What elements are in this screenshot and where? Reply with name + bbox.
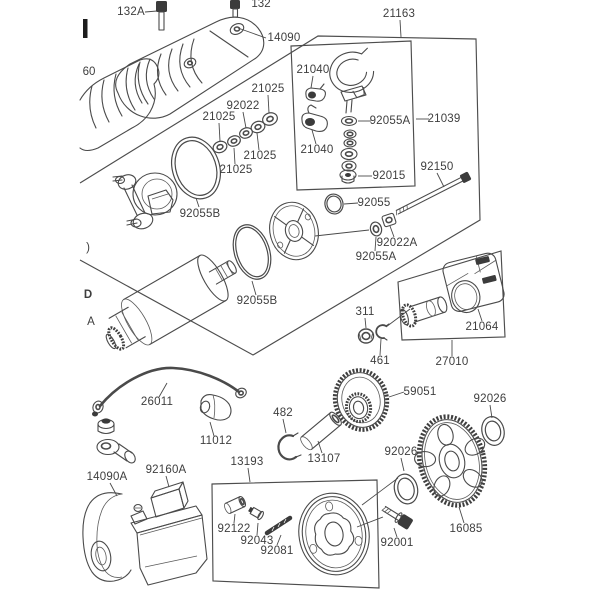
washer-92055a-inner-shape	[340, 115, 358, 127]
damper-92160a-shape	[150, 481, 189, 518]
bolt-92001-shape	[381, 505, 413, 530]
part-label-92055b-front: 92055B	[180, 208, 221, 220]
washer-92026-left-shape	[393, 473, 419, 505]
fin-cover-14090-shape	[115, 16, 265, 119]
part-label-21025-b: 21025	[220, 164, 253, 176]
part-label-59051: 59051	[404, 386, 437, 398]
part-label-92081: 92081	[261, 545, 294, 557]
frame-13193-box	[211, 479, 380, 589]
washer-92055a-outer-shape	[369, 221, 383, 237]
part-label-132a: 132A	[117, 6, 145, 18]
part-label-92026-right: 92026	[474, 393, 507, 405]
boot-11012-shape	[199, 394, 232, 421]
part-label-92043: 92043	[241, 535, 274, 547]
fragment-d: D	[84, 289, 92, 301]
part-labels: 132A 132 14090 21163 21040 21040 92055A …	[87, 0, 507, 557]
bolt-92150-shape	[395, 171, 472, 216]
end-bracket-shape	[112, 172, 178, 230]
fragment-paren: )	[86, 242, 90, 254]
part-label-21025-c: 21025	[244, 150, 277, 162]
frame-21039-box	[290, 40, 416, 191]
carrier-plate-shape	[269, 201, 319, 261]
washer-row-shapes	[212, 112, 278, 154]
part-label-92055a-inner: 92055A	[370, 115, 411, 127]
grommet-shape	[96, 438, 136, 464]
cable-26011-shape	[92, 366, 247, 417]
fragment-60: 60	[83, 66, 96, 78]
pin-13107-shape	[300, 411, 342, 451]
part-label-11012: 11012	[200, 435, 232, 447]
nut-92015-shape	[339, 169, 357, 184]
lever-21040-upper-shape	[305, 83, 326, 102]
oring-92055-shape	[324, 193, 344, 215]
part-label-92001: 92001	[381, 537, 414, 549]
nut-311-shape	[357, 328, 375, 344]
cropped-edge-mark	[83, 19, 88, 38]
clip-482-shape	[277, 432, 302, 461]
ratchet-rings-shape	[329, 47, 375, 99]
fin-cover-partial-shape	[79, 58, 160, 152]
gear-16085-shape	[414, 414, 488, 508]
ratchet-guide-shape	[340, 85, 367, 114]
oring-92055b-rear-shape	[232, 224, 272, 280]
bolt-132-top-shape	[230, 0, 240, 18]
group-frames	[79, 35, 506, 589]
part-label-21040-lower: 21040	[301, 144, 334, 156]
part-label-92015: 92015	[373, 170, 406, 182]
part-label-16085: 16085	[450, 523, 483, 535]
part-label-14090a: 14090A	[87, 471, 128, 483]
part-label-92022: 92022	[227, 100, 260, 112]
part-label-482: 482	[273, 407, 293, 419]
one-way-clutch-shape	[298, 492, 370, 576]
fragment-a: A	[87, 316, 95, 328]
part-label-92160a: 92160A	[146, 464, 187, 476]
cover-14090a-shape	[82, 492, 208, 586]
washer-92026-right-shape	[481, 416, 505, 446]
part-label-21025-d: 21025	[252, 83, 285, 95]
spring-seat-stack-shapes	[340, 129, 358, 172]
cropped-label-fragments: 60 ) D A	[83, 66, 96, 328]
part-label-461: 461	[370, 355, 390, 367]
part-label-92026-left: 92026	[385, 446, 418, 458]
part-label-92022a: 92022A	[377, 237, 418, 249]
cap-shape	[97, 418, 115, 435]
part-label-21064: 21064	[466, 321, 499, 333]
part-label-26011: 26011	[141, 396, 173, 408]
part-label-21163: 21163	[383, 8, 415, 20]
bushing-92122-shape	[224, 495, 247, 514]
idler-gear-shape	[399, 296, 448, 328]
clip-461-shape	[375, 323, 390, 341]
part-label-21040-upper: 21040	[297, 64, 330, 76]
solenoid-21064-shape	[442, 252, 505, 314]
part-label-92055a-outer: 92055A	[356, 251, 397, 263]
gear-59051-shape	[332, 368, 390, 432]
bolt-132a-shape	[156, 1, 167, 31]
pin-92043-shape	[248, 506, 264, 521]
lever-21040-lower-shape	[301, 104, 328, 132]
part-label-132-cropped: 132	[251, 0, 270, 10]
spring-pin-92081-shape	[264, 515, 293, 536]
part-label-92055b-rear: 92055B	[237, 295, 278, 307]
part-label-311: 311	[356, 306, 375, 318]
part-label-92122: 92122	[218, 523, 251, 535]
part-label-92055: 92055	[358, 197, 391, 209]
washer-92022a-shape	[381, 212, 397, 228]
part-label-13107: 13107	[308, 453, 341, 465]
part-label-21025-a: 21025	[203, 111, 236, 123]
frame-21163-box	[79, 35, 481, 356]
part-label-27010: 27010	[436, 356, 469, 368]
part-label-21039: 21039	[428, 113, 461, 125]
part-label-13193: 13193	[231, 456, 264, 468]
oring-92055b-front-shape	[171, 136, 221, 200]
armature-shape	[105, 254, 237, 351]
frame-27010-box	[397, 250, 506, 341]
part-label-92150: 92150	[421, 161, 454, 173]
part-label-14090: 14090	[268, 32, 301, 44]
